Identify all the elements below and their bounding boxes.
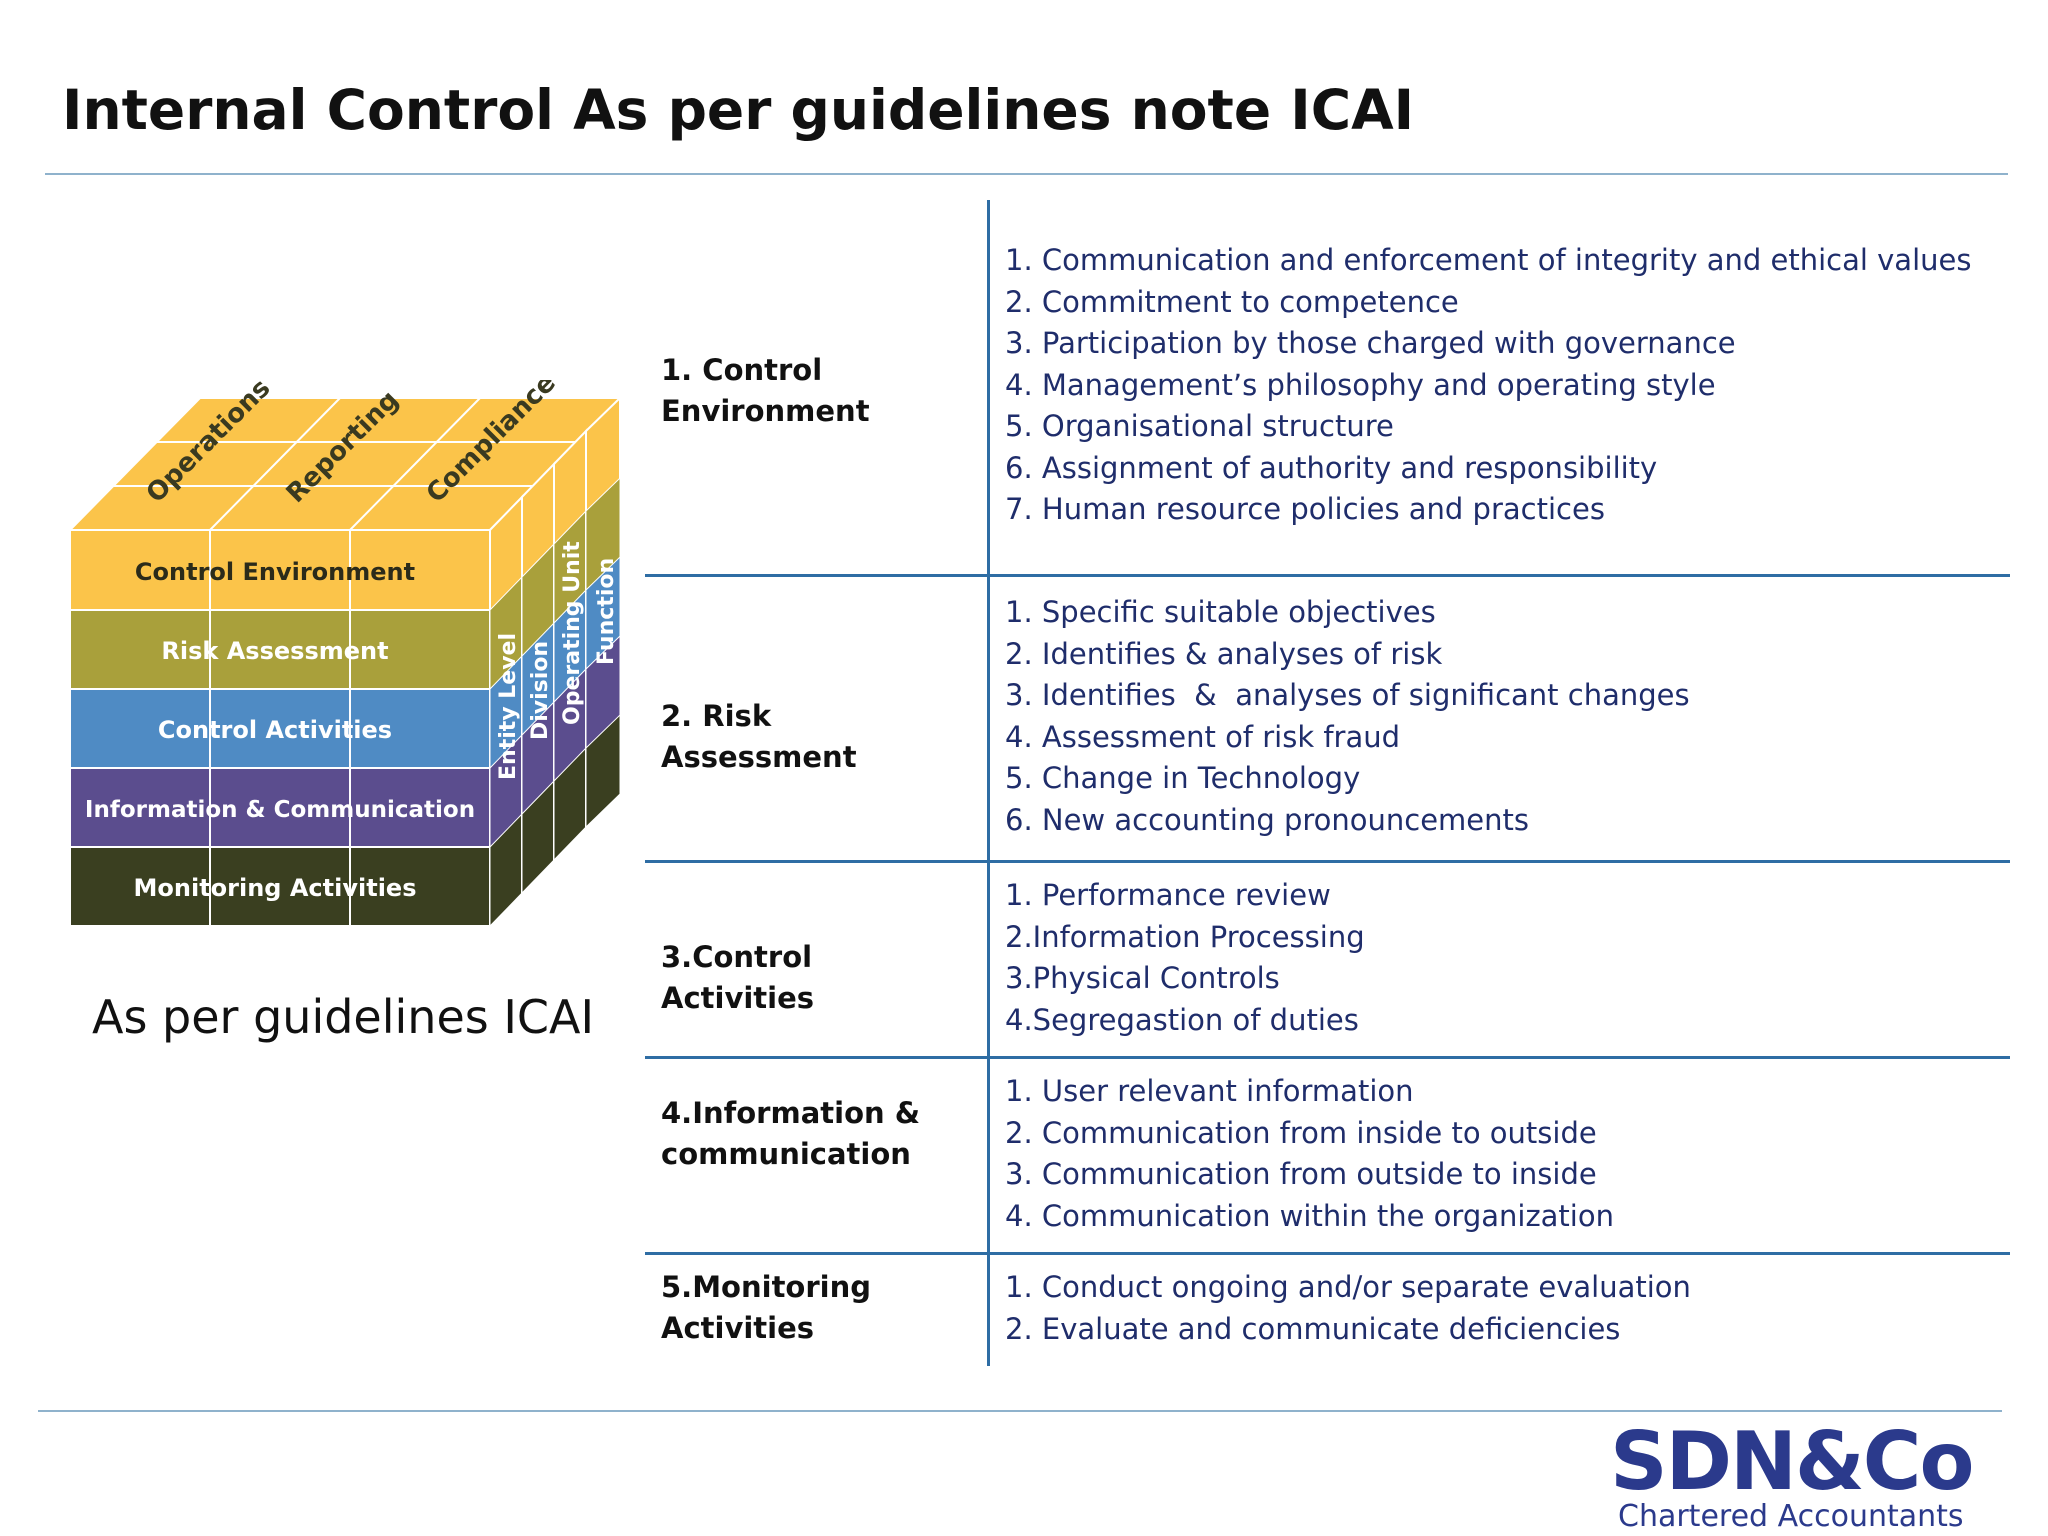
list-item: 1. Conduct ongoing and/or separate evalu… (1005, 1270, 1691, 1304)
list-item: 1. Specific suitable objectives (1005, 595, 1436, 629)
list-item: 3. Identifies & analyses of significant … (1005, 678, 1690, 712)
cube-label-control-environment: Control Environment (135, 558, 415, 586)
list-item: 3. Communication from outside to inside (1005, 1157, 1597, 1191)
list-item: 1. Communication and enforcement of inte… (1005, 243, 1972, 277)
component-row-control-activities: 3.Control Activities 1. Performance revi… (645, 875, 2010, 1055)
component-heading: 4.Information & communication (661, 1096, 921, 1171)
component-items: 1. Specific suitable objectives 2. Ident… (1005, 592, 2005, 841)
list-item: 2. Evaluate and communicate deficiencies (1005, 1311, 1621, 1346)
list-item: 3. Participation by those charged with g… (1005, 326, 1736, 360)
top-divider (45, 173, 2008, 175)
row-separator (645, 1252, 2010, 1255)
list-item: 2.Information Processing (1005, 919, 1365, 954)
cube-caption: As per guidelines ICAI (92, 990, 595, 1044)
list-item: 1. Performance review (1005, 878, 1331, 912)
coso-cube-diagram: Operations Reporting Compliance Control … (60, 380, 640, 940)
cube-layer-control-activities (69, 688, 491, 769)
cube-side-label-operating-unit: Operating Unit (560, 541, 585, 725)
component-items: 1. Performance review 2.Information Proc… (1005, 875, 2005, 1041)
table-vertical-divider (987, 200, 990, 1366)
row-separator (645, 574, 2010, 577)
bottom-divider (38, 1410, 2002, 1412)
cube-side-strip-4-monitor (585, 713, 621, 829)
cube-layer-risk-assessment (69, 609, 491, 690)
component-heading: 3.Control Activities (661, 940, 815, 1015)
row-separator (645, 860, 2010, 863)
cube-side-label-entity-level: Entity Level (496, 633, 521, 780)
list-item: 5. Organisational structure (1005, 409, 1394, 443)
list-item: 4. Management’s philosophy and operating… (1005, 367, 1716, 402)
cube-layer-information-communication (69, 767, 491, 848)
page-title: Internal Control As per guidelines note … (62, 78, 1415, 142)
cube-side-label-division: Division (528, 641, 553, 740)
firm-logo: SDN&Co Chartered Accountants (1610, 1412, 2000, 1534)
component-heading: 1. Control Environment (661, 353, 870, 428)
list-item: 2. Commitment to competence (1005, 284, 1459, 319)
component-heading: 5.Monitoring Activities (661, 1270, 871, 1345)
logo-subtitle: Chartered Accountants (1618, 1499, 1964, 1534)
list-item: 3.Physical Controls (1005, 961, 1280, 995)
row-separator (645, 1056, 2010, 1059)
component-heading: 2. Risk Assessment (661, 699, 857, 774)
list-item: 5. Change in Technology (1005, 761, 1361, 795)
cube-label-information-communication: Information & Communication (85, 797, 475, 823)
cube-front-grid (209, 530, 351, 926)
component-items: 1. Conduct ongoing and/or separate evalu… (1005, 1267, 2005, 1350)
list-item: 1. User relevant information (1005, 1074, 1414, 1108)
cube-label-risk-assessment: Risk Assessment (161, 637, 388, 665)
component-row-control-environment: 1. Control Environment 1. Communication … (645, 240, 2010, 570)
list-item: 4.Segregastion of duties (1005, 1002, 1359, 1037)
list-item: 2. Communication from inside to outside (1005, 1115, 1597, 1150)
list-item: 2. Identifies & analyses of risk (1005, 636, 1443, 671)
cube-layer-control-environment (69, 529, 491, 611)
cube-side-label-function: Function (594, 558, 619, 665)
component-row-information-communication: 4.Information & communication 1. User re… (645, 1071, 2010, 1251)
list-item: 4. Communication within the organization (1005, 1198, 1614, 1233)
list-item: 4. Assessment of risk fraud (1005, 719, 1401, 754)
cube-label-monitoring-activities: Monitoring Activities (134, 874, 417, 902)
list-item: 7. Human resource policies and practices (1005, 492, 1605, 526)
cube-top-grid (113, 397, 577, 531)
component-row-monitoring-activities: 5.Monitoring Activities 1. Conduct ongoi… (645, 1267, 2010, 1367)
logo-name: SDN&Co (1610, 1415, 1974, 1508)
component-row-risk-assessment: 2. Risk Assessment 1. Specific suitable … (645, 592, 2010, 862)
component-items: 1. Communication and enforcement of inte… (1005, 240, 2005, 531)
cube-label-control-activities: Control Activities (158, 716, 392, 744)
list-item: 6. Assignment of authority and responsib… (1005, 450, 1658, 485)
list-item: 6. New accounting pronouncements (1005, 802, 1530, 837)
component-items: 1. User relevant information 2. Communic… (1005, 1071, 2005, 1237)
